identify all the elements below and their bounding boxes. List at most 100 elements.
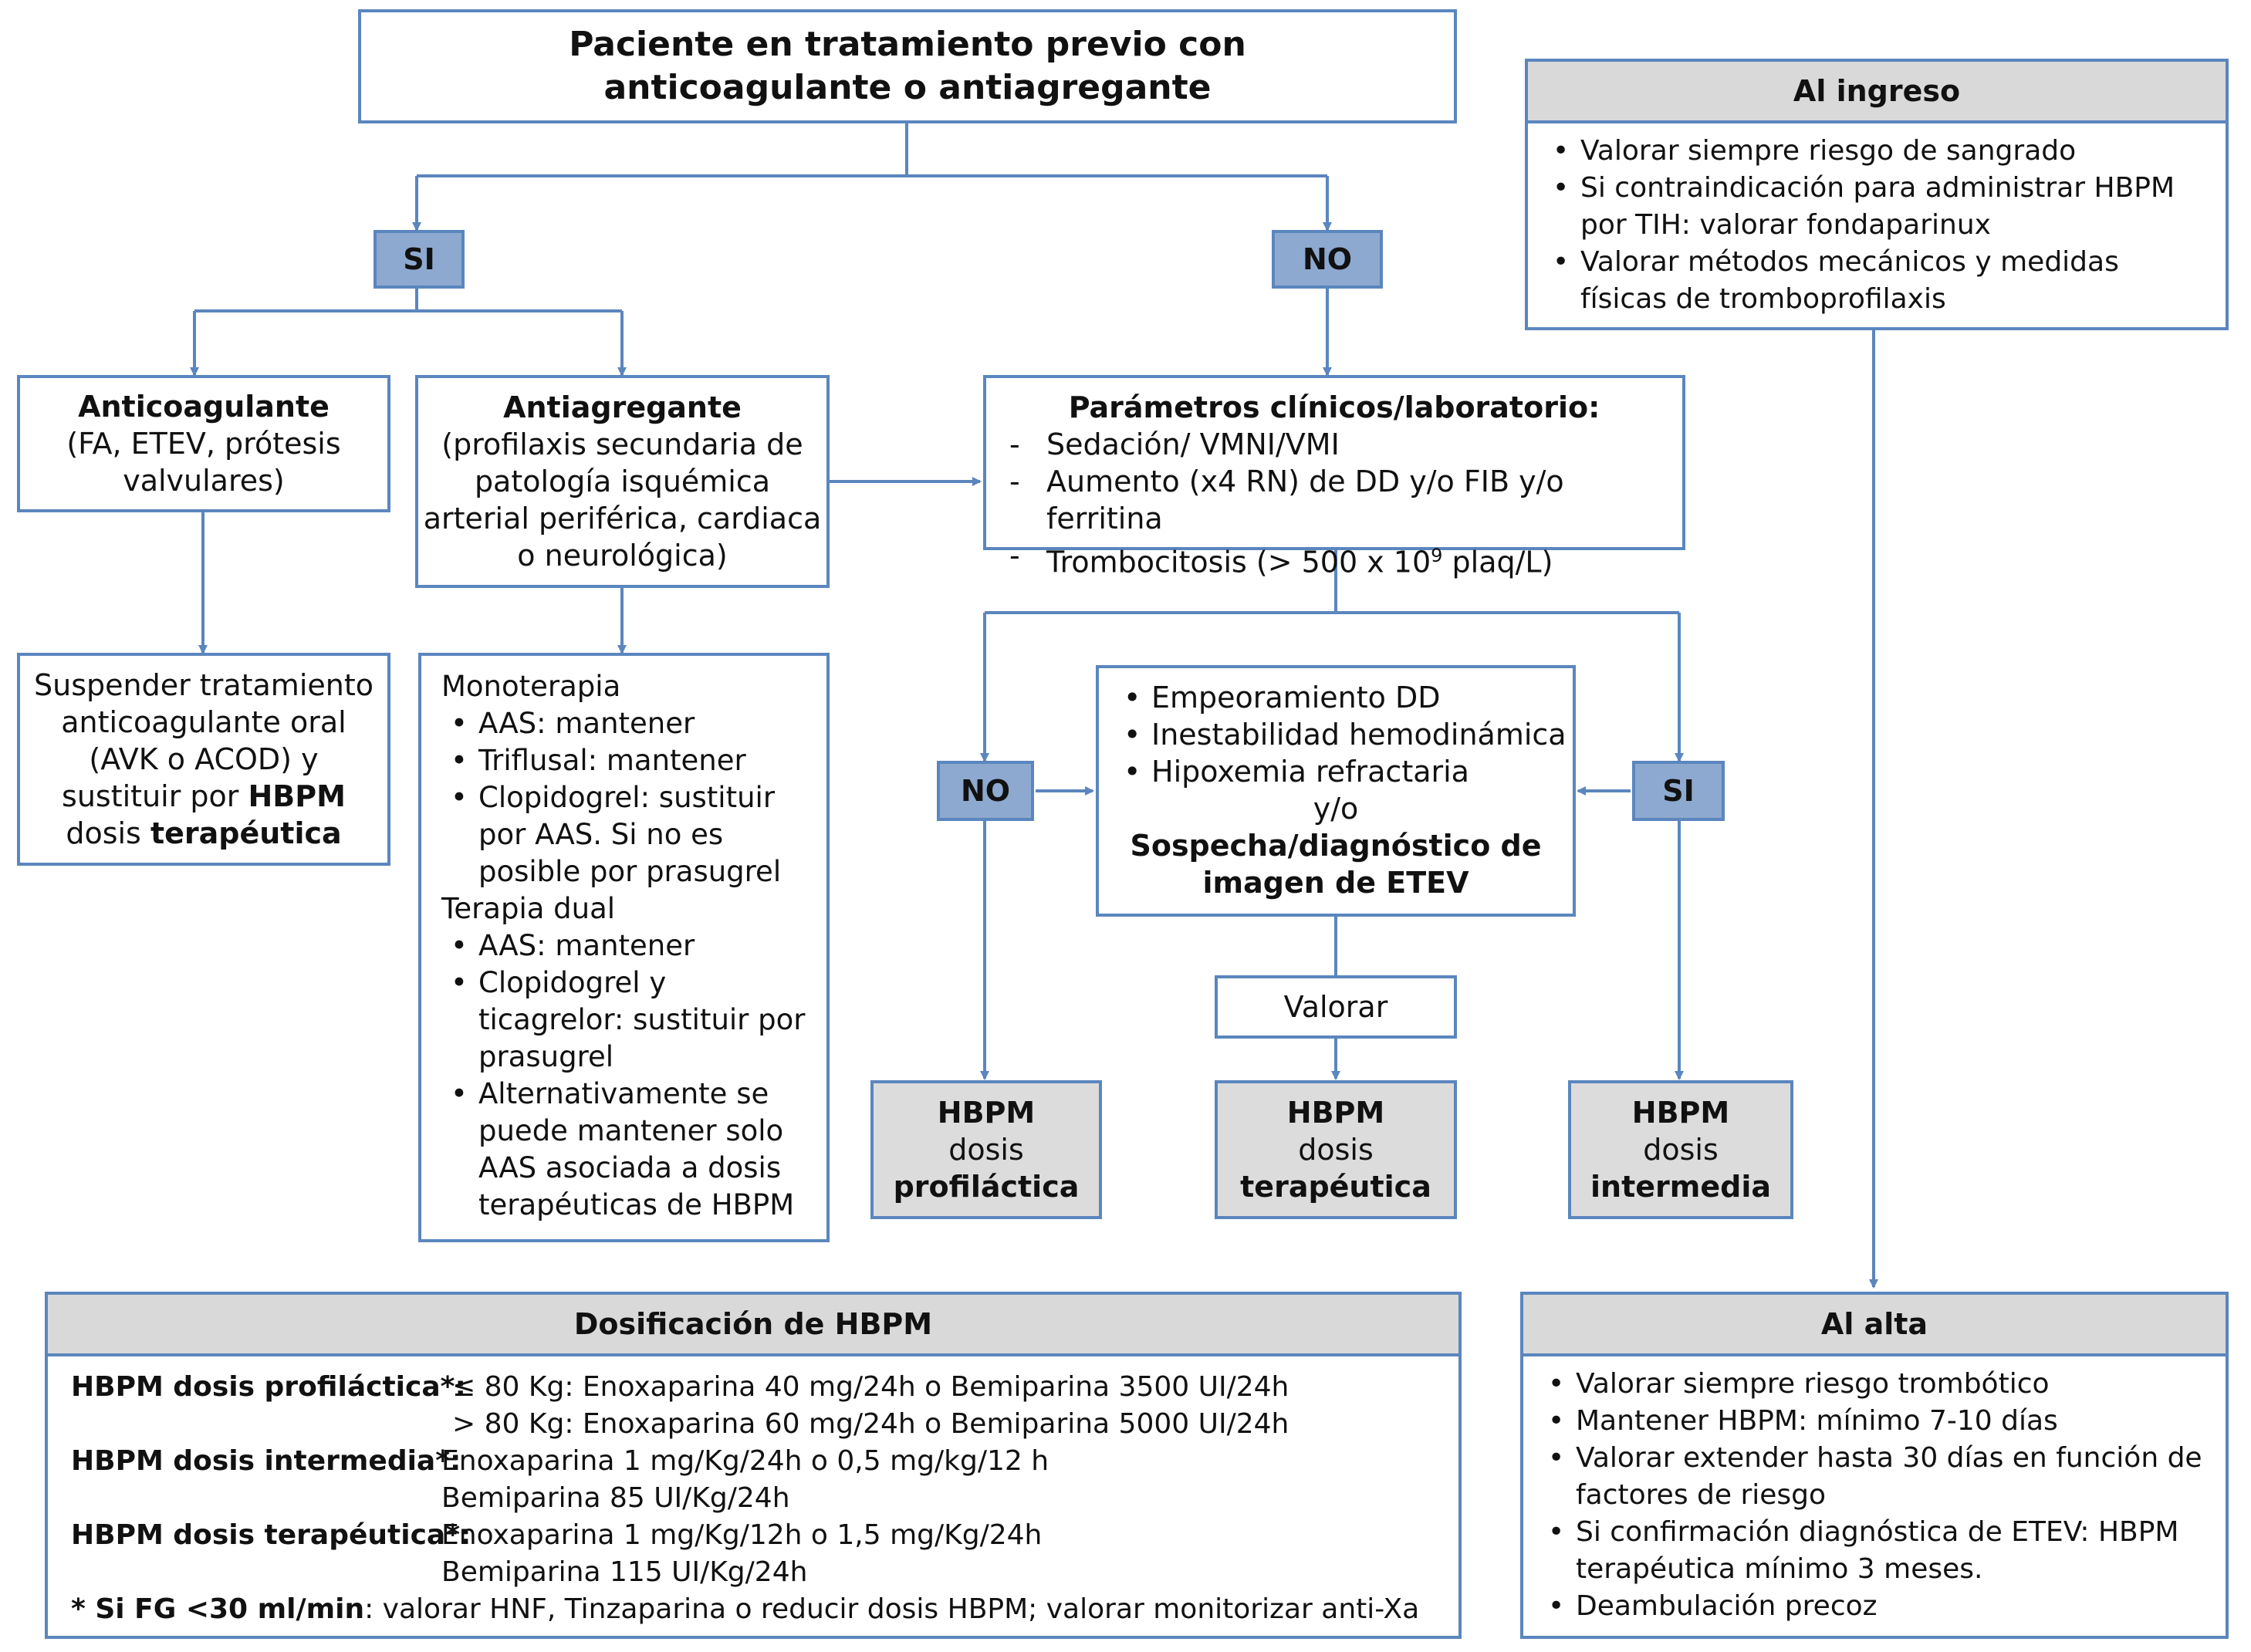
antiagregante-line: (profilaxis secundaria de xyxy=(441,427,803,461)
dose-note-rest: : valorar HNF, Tinzaparina o reducir dos… xyxy=(364,1593,1420,1625)
suspender-line2: anticoagulante oral xyxy=(61,705,346,739)
dose-inter-label: HBPM dosis intermedia*: xyxy=(71,1445,461,1477)
antiagregante-line: patología isquémica xyxy=(474,465,771,498)
criterios-item: Hipoxemia refractaria xyxy=(1107,753,1573,790)
initial-patient-box: Paciente en tratamiento previo con antic… xyxy=(358,9,1457,123)
dose-note: * Si FG <30 ml/min: valorar HNF, Tinzapa… xyxy=(71,1591,1443,1628)
dose-prof-2: > 80 Kg: Enoxaparina 60 mg/24h o Bemipar… xyxy=(452,1408,1289,1440)
criterios-item: Empeoramiento DD xyxy=(1107,679,1573,716)
branch-si-tag: SI xyxy=(373,230,465,289)
ingreso-list: Valorar siempre riesgo de sangrado Si co… xyxy=(1536,133,2218,318)
criterio-no-tag: NO xyxy=(937,761,1034,821)
parametros-box: Parámetros clínicos/laboratorio: Sedació… xyxy=(983,375,1685,579)
parametros-item: Aumento (x4 RN) de DD y/o FIB y/o ferrit… xyxy=(986,463,1682,537)
ingreso-item: Si contraindicación para administrar HBP… xyxy=(1536,170,2218,244)
alta-item: Si confirmación diagnóstica de ETEV: HBP… xyxy=(1531,1514,2218,1588)
anticoagulante-line2: valvulares) xyxy=(123,464,285,498)
antiagregante-box: Antiagregante (profilaxis secundaria de … xyxy=(415,375,830,588)
dosificacion-panel: Dosificación de HBPM HBPM dosis profilác… xyxy=(45,1292,1462,1639)
criterios-bold2: imagen de ETEV xyxy=(1202,866,1469,900)
alta-item: Valorar extender hasta 30 días en funció… xyxy=(1531,1440,2218,1514)
parametros-item: Sedación/ VMNI/VMI xyxy=(986,426,1682,463)
result-intermedia-l2: dosis xyxy=(1643,1133,1719,1167)
criterio-si-tag: SI xyxy=(1632,761,1725,821)
alta-header: Al alta xyxy=(1523,1295,2226,1356)
terapia-box: Monoterapia AAS: mantener Triflusal: man… xyxy=(418,653,830,1242)
suspender-line4-bold: HBPM xyxy=(248,779,346,813)
dose-inter-1: Enoxaparina 1 mg/Kg/24h o 0,5 mg/kg/12 h xyxy=(441,1445,1049,1477)
result-terapeutica-l2: dosis xyxy=(1298,1133,1374,1167)
parametros-item3-post: plaq/L) xyxy=(1442,545,1553,579)
ingreso-panel: Al ingreso Valorar siempre riesgo de san… xyxy=(1525,59,2229,330)
criterios-box: Empeoramiento DD Inestabilidad hemodinám… xyxy=(1096,665,1576,917)
suspender-line3: (AVK o ACOD) y xyxy=(89,742,319,776)
initial-patient-line2: anticoagulante o antiagregante xyxy=(603,68,1212,107)
monoterapia-list: AAS: mantener Triflusal: mantener Clopid… xyxy=(434,705,826,890)
result-terapeutica-box: HBPM dosis terapéutica xyxy=(1215,1080,1457,1219)
antiagregante-line: arterial periférica, cardiaca xyxy=(423,502,822,535)
dose-row: HBPM dosis terapéutica*:Enoxaparina 1 mg… xyxy=(71,1517,1443,1554)
monoterapia-title: Monoterapia xyxy=(441,670,621,703)
monoterapia-item: AAS: mantener xyxy=(434,705,826,742)
ingreso-header: Al ingreso xyxy=(1528,62,2226,123)
suspender-line4-pre: sustituir por xyxy=(62,779,248,813)
parametros-item: Trombocitosis (> 500 x 109 plaq/L) xyxy=(986,537,1682,581)
suspender-line5-pre: dosis xyxy=(66,816,150,850)
anticoagulante-line1: (FA, ETEV, prótesis xyxy=(66,427,341,461)
monoterapia-item: Triflusal: mantener xyxy=(434,742,826,779)
dose-row: HBPM dosis profiláctica*:≤ 80 Kg: Enoxap… xyxy=(71,1369,1443,1406)
ingreso-item: Valorar métodos mecánicos y medidasfísic… xyxy=(1536,244,2218,318)
dose-note-bold: * Si FG <30 ml/min xyxy=(71,1593,365,1625)
anticoagulante-title: Anticoagulante xyxy=(78,390,330,424)
alta-item: Mantener HBPM: mínimo 7-10 días xyxy=(1531,1403,2218,1440)
result-terapeutica-l3: terapéutica xyxy=(1240,1170,1431,1204)
dose-row: Bemiparina 85 UI/Kg/24h xyxy=(71,1480,1443,1517)
result-intermedia-l1: HBPM xyxy=(1631,1096,1730,1130)
alta-list: Valorar siempre riesgo trombótico Manten… xyxy=(1531,1366,2218,1625)
dose-inter-2: Bemiparina 85 UI/Kg/24h xyxy=(441,1482,790,1514)
anticoagulante-box: Anticoagulante (FA, ETEV, prótesis valvu… xyxy=(17,375,390,512)
dose-prof-1: ≤ 80 Kg: Enoxaparina 40 mg/24h o Bemipar… xyxy=(452,1371,1289,1403)
result-terapeutica-l1: HBPM xyxy=(1286,1096,1385,1130)
suspender-line5: dosis terapéutica xyxy=(66,815,341,852)
dose-ter-1: Enoxaparina 1 mg/Kg/12h o 1,5 mg/Kg/24h xyxy=(441,1519,1043,1551)
criterios-bold1: Sospecha/diagnóstico de xyxy=(1130,829,1542,863)
dual-item: AAS: mantener xyxy=(434,927,826,965)
result-profilactica-l3: profiláctica xyxy=(893,1170,1080,1204)
result-profilactica-l1: HBPM xyxy=(937,1096,1036,1130)
dose-ter-2: Bemiparina 115 UI/Kg/24h xyxy=(441,1556,808,1588)
result-intermedia-box: HBPM dosis intermedia xyxy=(1568,1080,1793,1219)
dose-row: Bemiparina 115 UI/Kg/24h xyxy=(71,1554,1443,1591)
criterios-item: Inestabilidad hemodinámica xyxy=(1107,716,1573,753)
result-intermedia-l3: intermedia xyxy=(1590,1170,1771,1204)
alta-item: Valorar siempre riesgo trombótico xyxy=(1531,1366,2218,1403)
dosificacion-header: Dosificación de HBPM xyxy=(48,1295,1458,1356)
suspender-line4: sustituir por HBPM xyxy=(62,778,346,815)
alta-panel: Al alta Valorar siempre riesgo trombótic… xyxy=(1520,1292,2229,1639)
parametros-title: Parámetros clínicos/laboratorio: xyxy=(1068,390,1600,424)
criterios-conj: y/o xyxy=(1313,792,1359,826)
parametros-item3-sup: 9 xyxy=(1431,545,1443,566)
dose-row: > 80 Kg: Enoxaparina 60 mg/24h o Bemipar… xyxy=(71,1406,1443,1443)
dose-row: HBPM dosis intermedia*:Enoxaparina 1 mg/… xyxy=(71,1443,1443,1480)
dose-ter-label: HBPM dosis terapéutica*: xyxy=(71,1519,471,1551)
result-profilactica-box: HBPM dosis profiláctica xyxy=(870,1080,1102,1219)
result-profilactica-l2: dosis xyxy=(948,1133,1024,1167)
antiagregante-line: o neurológica) xyxy=(517,539,728,573)
initial-patient-line1: Paciente en tratamiento previo con xyxy=(569,25,1246,64)
ingreso-item: Valorar siempre riesgo de sangrado xyxy=(1536,133,2218,170)
alta-item: Deambulación precoz xyxy=(1531,1588,2218,1625)
antiagregante-title: Antiagregante xyxy=(503,390,742,424)
suspender-line5-bold: terapéutica xyxy=(150,816,342,850)
branch-no-tag: NO xyxy=(1272,230,1383,289)
dual-title: Terapia dual xyxy=(441,892,616,925)
suspender-line1: Suspender tratamiento xyxy=(34,668,373,702)
suspender-box: Suspender tratamiento anticoagulante ora… xyxy=(17,653,390,866)
parametros-item3-pre: Trombocitosis (> 500 x 10 xyxy=(1046,545,1431,579)
